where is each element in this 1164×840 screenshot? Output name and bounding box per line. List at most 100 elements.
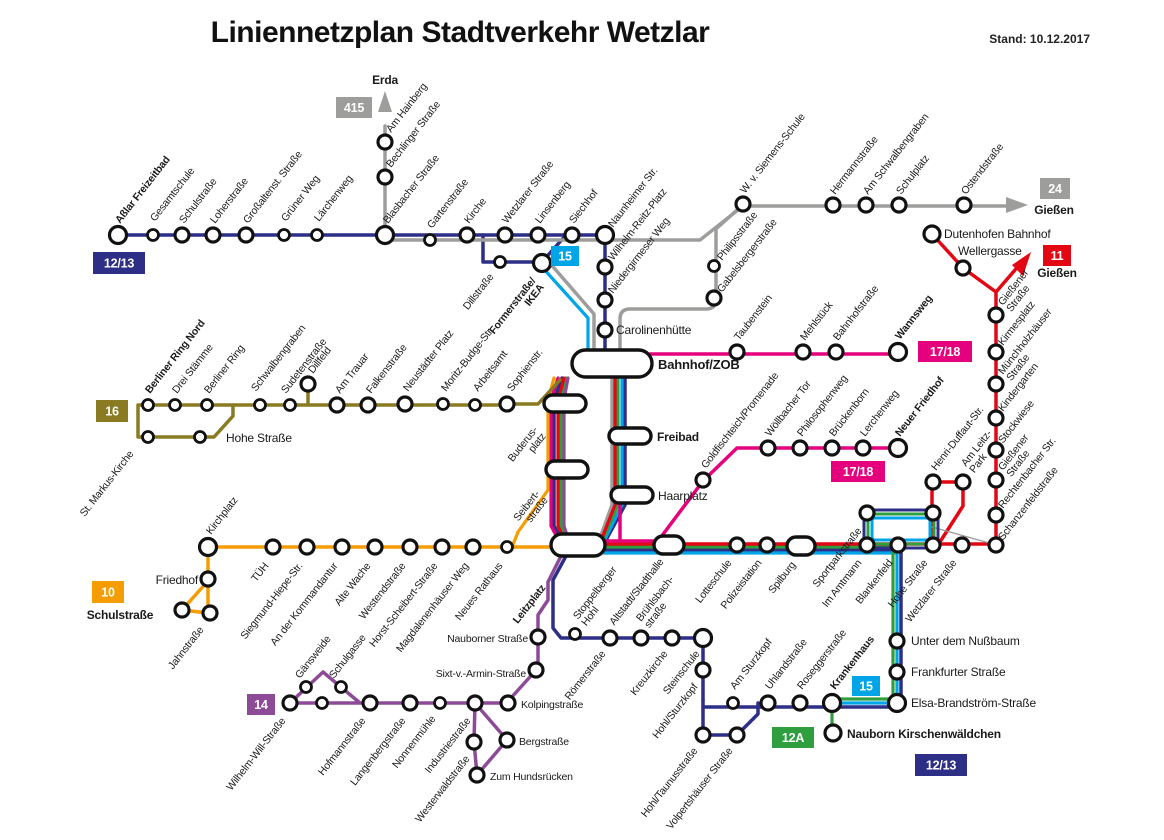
station-label: Römerstraße (563, 648, 609, 702)
line-number-badge (831, 461, 885, 482)
station-marker (498, 731, 516, 749)
station-marker (401, 694, 419, 712)
station-marker (464, 538, 482, 556)
line-number-badge (918, 341, 972, 362)
station-label: Haarplatz (658, 489, 708, 503)
station-marker (694, 726, 712, 744)
station-label: Dillstraße (461, 271, 497, 312)
station-marker (359, 396, 377, 414)
station-label: Elsa-Brandström-Straße (911, 696, 1036, 710)
station-marker (173, 226, 191, 244)
station-label: Hohe Straße (226, 431, 292, 445)
interchange-station (607, 426, 653, 446)
station-marker (376, 133, 394, 151)
station-marker (987, 409, 1005, 427)
station-marker (298, 538, 316, 556)
station-marker (924, 536, 942, 554)
station-marker (663, 629, 681, 647)
transit-line (601, 375, 620, 541)
station-marker (458, 226, 476, 244)
station-marker (827, 343, 845, 361)
station-label: Wilhelm-Will-Straße (224, 715, 288, 793)
station-marker (858, 536, 876, 554)
station-label: Westerwaldstraße (413, 753, 473, 825)
station-marker (987, 343, 1005, 361)
line-number-badge-label: 12A (782, 731, 805, 745)
station-marker (922, 224, 942, 244)
line-number-badge-label: 10 (101, 585, 115, 599)
station-marker (824, 196, 842, 214)
station-marker (601, 629, 619, 647)
line-number-badge-label: 15 (558, 249, 572, 263)
station-marker (299, 680, 313, 694)
station-marker (728, 726, 746, 744)
station-marker (791, 439, 809, 457)
station-label: Bahnhof/ZOB (658, 357, 740, 372)
station-marker (396, 395, 414, 413)
line-number-badge (1043, 245, 1071, 266)
station-marker (529, 628, 547, 646)
station-label: Siechhof (567, 187, 601, 226)
station-marker (277, 228, 291, 242)
station-label: Kirche (462, 196, 489, 226)
line-number-badge (247, 694, 275, 715)
station-marker (987, 471, 1005, 489)
station-marker (496, 226, 514, 244)
station-label: Siegmund-Hiepe-Str. (238, 560, 305, 641)
interchange-station (549, 532, 607, 558)
station-label: Wannsweg (893, 293, 935, 342)
interchange-station (544, 459, 590, 480)
direction-arrow-icon (378, 91, 392, 112)
transit-line (602, 551, 899, 705)
station-label: Zum Hundsrücken (490, 771, 573, 783)
station-marker (734, 195, 752, 213)
line-number-badge-label: 14 (254, 698, 268, 712)
station-marker (204, 226, 222, 244)
station-marker (168, 398, 182, 412)
station-marker (376, 168, 394, 186)
station-marker (857, 196, 875, 214)
station-marker (315, 696, 329, 710)
station-marker (433, 538, 451, 556)
station-marker (466, 694, 484, 712)
station-marker (146, 228, 160, 242)
station-marker (468, 398, 482, 412)
station-marker (141, 430, 155, 444)
station-label: Mehlstück (798, 299, 836, 343)
station-marker (889, 536, 907, 554)
station-marker (468, 766, 486, 784)
station-label: Frankfurter Straße (911, 665, 1006, 679)
station-marker (199, 570, 217, 588)
line-number-badge (93, 252, 145, 274)
station-marker (423, 233, 437, 247)
station-marker (759, 439, 777, 457)
station-marker (632, 629, 650, 647)
line-number-badge-label: 16 (105, 404, 119, 418)
station-marker (310, 228, 324, 242)
line-number-badge-label: 12/13 (926, 758, 957, 772)
station-marker (531, 252, 553, 274)
station-label: Erda (372, 73, 398, 87)
station-marker (193, 430, 207, 444)
station-marker (728, 536, 746, 554)
station-marker (987, 375, 1005, 393)
station-marker (694, 471, 712, 489)
station-marker (334, 680, 348, 694)
line-number-badge (852, 676, 880, 696)
station-marker (366, 538, 384, 556)
station-marker (987, 441, 1005, 459)
line-number-badge (772, 727, 814, 748)
line-number-badge-label: 11 (1051, 249, 1064, 263)
station-marker (107, 224, 129, 246)
station-marker (201, 604, 219, 622)
station-marker (953, 536, 971, 554)
station-marker (527, 661, 545, 679)
station-marker (568, 627, 582, 641)
station-marker (955, 196, 973, 214)
station-marker (200, 398, 214, 412)
interchange-station (785, 535, 817, 557)
station-marker (596, 291, 614, 309)
station-label: Leitzplatz (511, 582, 549, 626)
station-label: Freibad (657, 430, 699, 444)
